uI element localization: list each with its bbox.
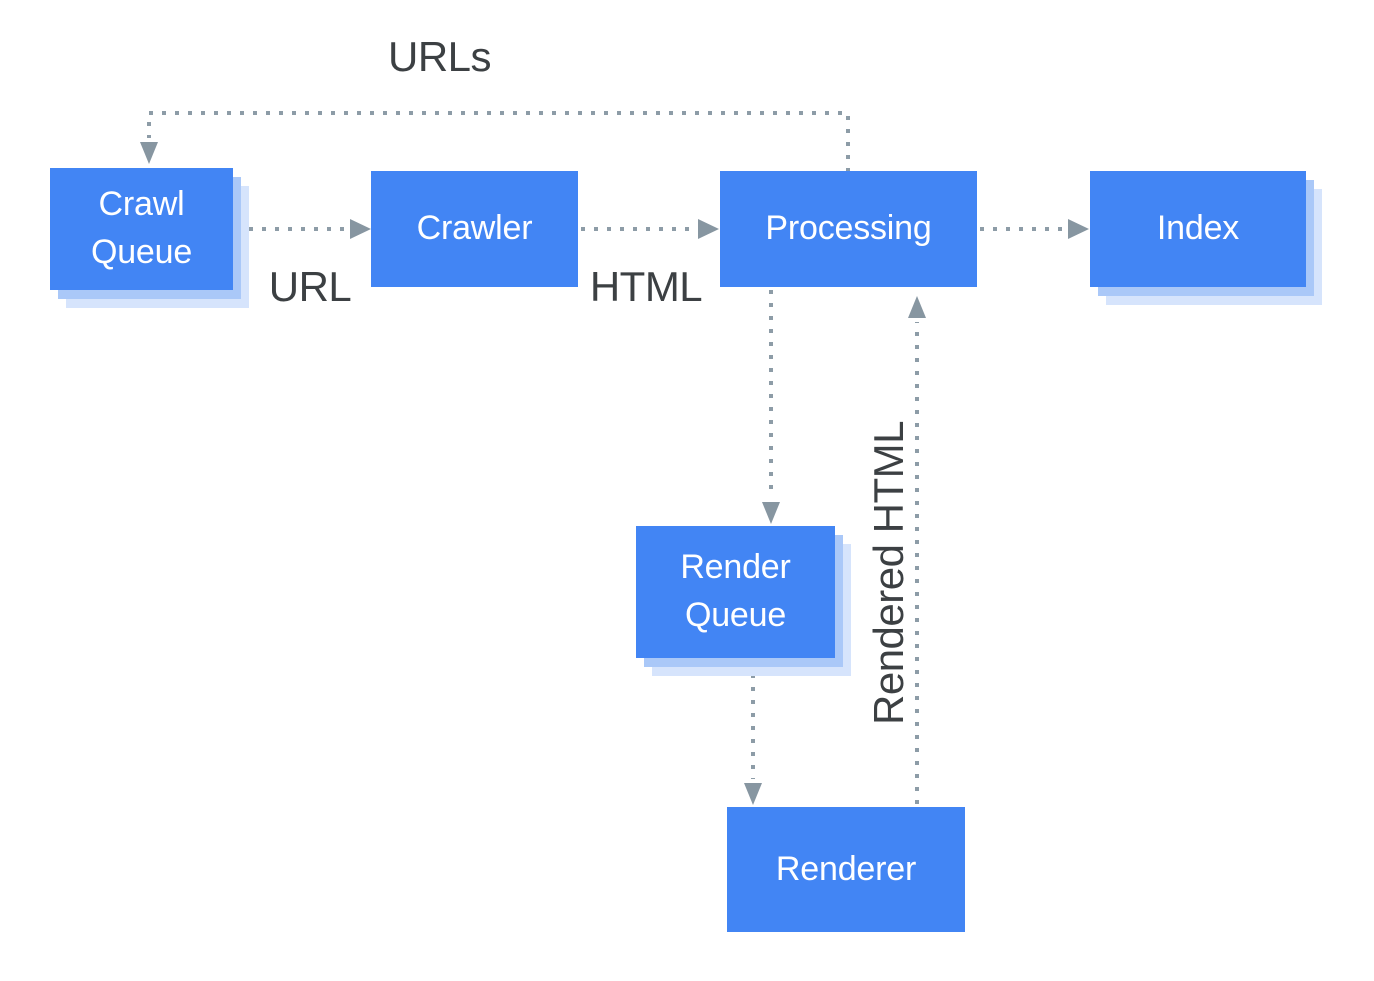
arrowhead-right-into-index [1068,219,1089,239]
node-crawler: Crawler [371,171,578,287]
arrowhead-down-into-render-queue [762,502,780,524]
edge-label-urls: URLs [387,33,492,80]
connector-processing-to-crawl-queue [147,111,850,172]
node-processing: Processing [720,171,977,287]
arrowhead-down-into-crawl-queue [140,142,158,164]
arrowhead-up-into-processing [908,296,926,318]
edge-label-html: HTML [589,263,703,310]
edge-label-rendered-html: Rendered HTML [865,421,912,725]
node-index: Index [1090,171,1306,287]
edge-label-url: URL [268,263,352,310]
node-renderer: Renderer [727,807,965,932]
arrowhead-right-into-crawler [350,219,371,239]
arrowhead-down-into-renderer [744,783,762,805]
node-render-queue: Render Queue [636,526,835,658]
node-crawl-queue: Crawl Queue [50,168,233,290]
arrowhead-right-into-processing [698,219,719,239]
